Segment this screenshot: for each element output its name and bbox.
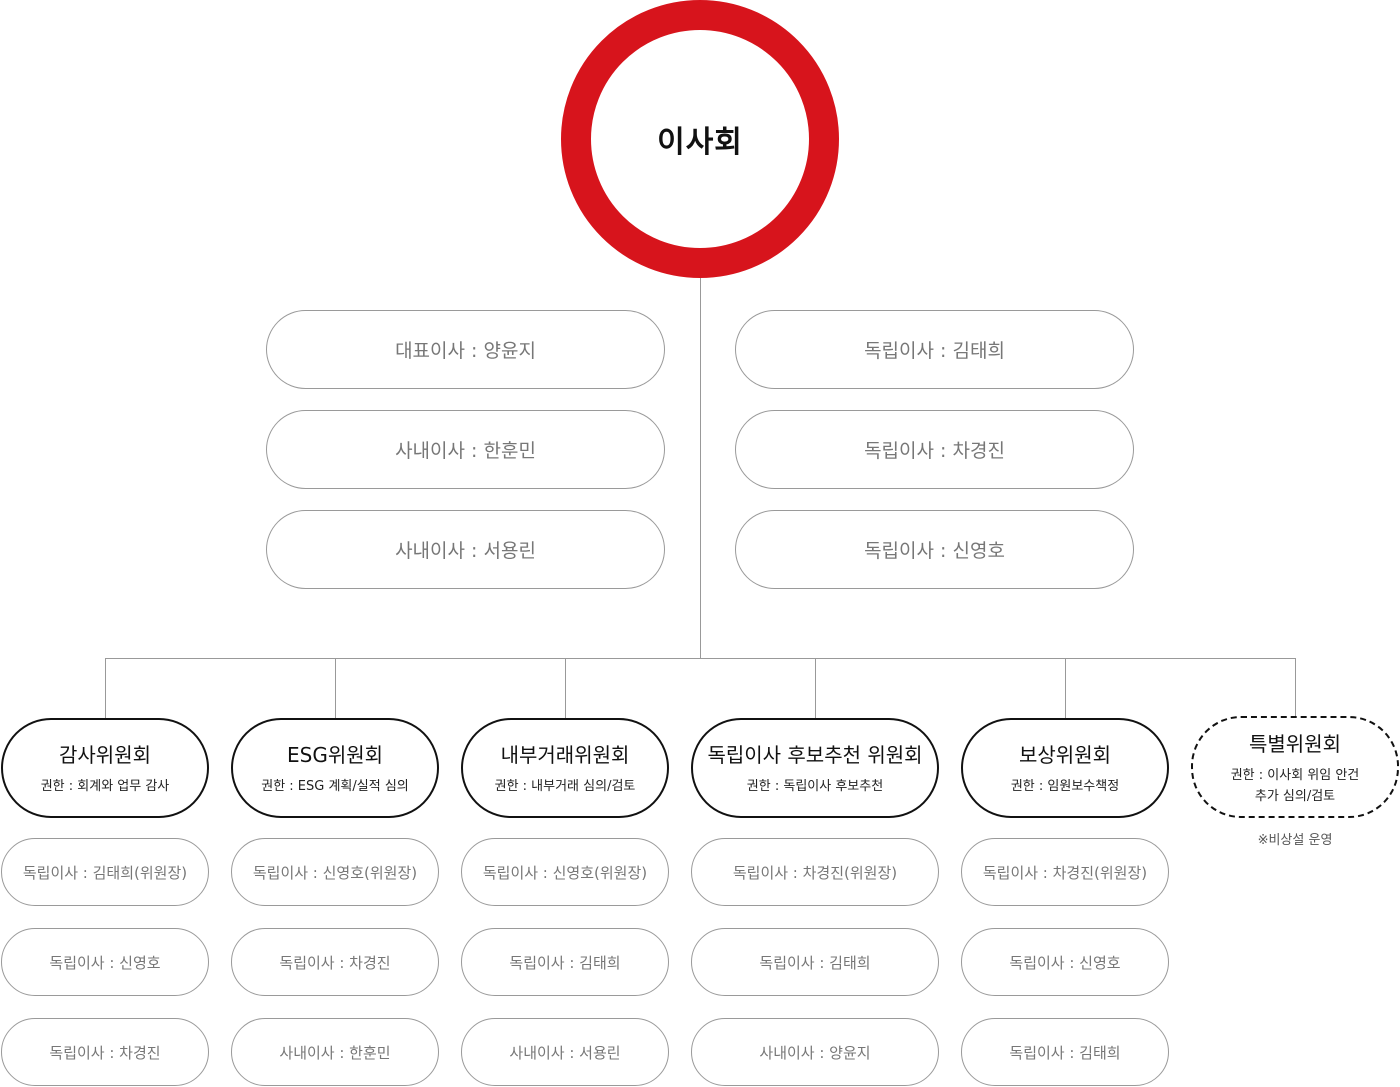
board-circle: 이사회: [561, 0, 839, 278]
committee-audit: 감사위원회 권한 : 회계와 업무 감사: [1, 718, 209, 818]
committee-name: 내부거래위원회: [500, 743, 630, 767]
committee-name: 보상위원회: [1019, 743, 1111, 767]
committee-esg: ESG위원회 권한 : ESG 계획/실적 심의: [231, 718, 439, 818]
committee-member: 독립이사 : 차경진(위원장): [691, 838, 939, 906]
committee-member: 독립이사 : 차경진: [1, 1018, 209, 1086]
director-left-1: 대표이사 : 양윤지: [266, 310, 665, 389]
committee-authority: 권한 : 임원보수책정: [1010, 779, 1120, 794]
committee-member: 독립이사 : 신영호(위원장): [461, 838, 669, 906]
committee-authority: 권한 : 독립이사 후보추천: [746, 779, 884, 794]
board-title: 이사회: [657, 125, 743, 160]
committee-member: 독립이사 : 김태희: [691, 928, 939, 996]
committee-authority: 권한 : ESG 계획/실적 심의: [261, 779, 409, 794]
committee-member: 독립이사 : 차경진(위원장): [961, 838, 1169, 906]
director-left-3: 사내이사 : 서용린: [266, 510, 665, 589]
committee-member: 독립이사 : 신영호: [961, 928, 1169, 996]
director-left-2: 사내이사 : 한훈민: [266, 410, 665, 489]
committee-member: 독립이사 : 신영호(위원장): [231, 838, 439, 906]
director-right-2: 독립이사 : 차경진: [735, 410, 1134, 489]
drop-line-audit: [105, 658, 106, 718]
drop-line-esg: [335, 658, 336, 718]
committee-authority: 권한 : 회계와 업무 감사: [40, 779, 170, 794]
committee-compensation: 보상위원회 권한 : 임원보수책정: [961, 718, 1169, 818]
drop-line-nomination: [815, 658, 816, 718]
committee-member: 독립이사 : 김태희: [961, 1018, 1169, 1086]
non-standing-note: ※비상설 운영: [1257, 833, 1333, 848]
committee-name: ESG위원회: [286, 743, 384, 767]
drop-line-compensation: [1065, 658, 1066, 718]
committee-name: 특별위원회: [1249, 731, 1341, 756]
committee-authority: 권한 : 이사회 위임 안건 추가 심의/검토: [1230, 767, 1360, 804]
committee-member: 독립이사 : 김태희: [461, 928, 669, 996]
committee-name: 감사위원회: [59, 743, 151, 767]
director-right-3: 독립이사 : 신영호: [735, 510, 1134, 589]
committee-member: 사내이사 : 서용린: [461, 1018, 669, 1086]
committee-member: 독립이사 : 신영호: [1, 928, 209, 996]
drop-line-special: [1295, 658, 1296, 718]
branch-line: [105, 658, 1296, 659]
committee-nomination: 독립이사 후보추천 위원회 권한 : 독립이사 후보추천: [691, 718, 939, 818]
committee-member: 사내이사 : 한훈민: [231, 1018, 439, 1086]
committee-member: 사내이사 : 양윤지: [691, 1018, 939, 1086]
committee-name: 독립이사 후보추천 위원회: [707, 743, 923, 767]
committee-internal-transactions: 내부거래위원회 권한 : 내부거래 심의/검토: [461, 718, 669, 818]
committee-member: 독립이사 : 차경진: [231, 928, 439, 996]
committee-special: 특별위원회 권한 : 이사회 위임 안건 추가 심의/검토: [1191, 716, 1399, 818]
drop-line-internal: [565, 658, 566, 718]
director-right-1: 독립이사 : 김태희: [735, 310, 1134, 389]
trunk-line: [700, 278, 701, 658]
committee-authority: 권한 : 내부거래 심의/검토: [494, 779, 636, 794]
committee-member: 독립이사 : 김태희(위원장): [1, 838, 209, 906]
